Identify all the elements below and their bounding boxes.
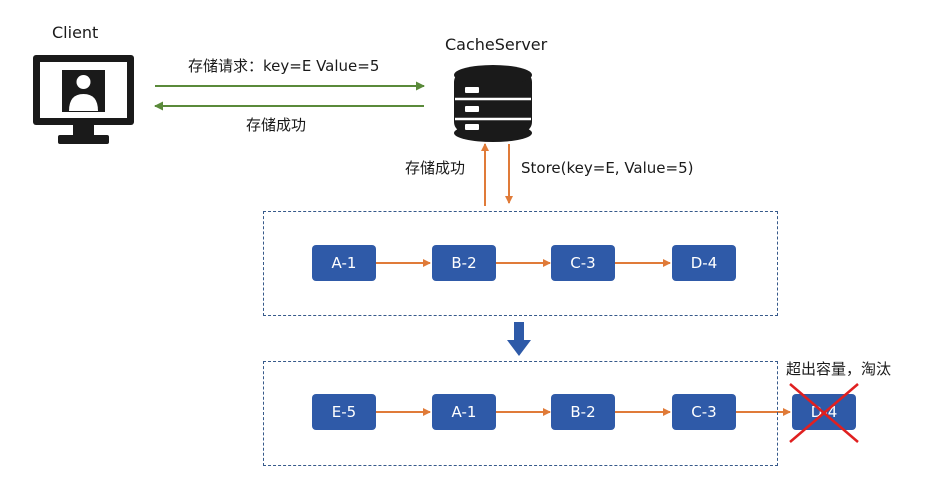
list-node: A-1 (312, 245, 376, 281)
list-node: C-3 (672, 394, 736, 430)
cache-before-box (263, 211, 778, 316)
cross-icon (789, 383, 859, 443)
down-message: Store(key=E, Value=5) (521, 159, 694, 177)
database-icon (454, 65, 532, 142)
list-node: D-4 (672, 245, 736, 281)
transition-down-arrow (507, 322, 531, 356)
response-message: 存储成功 (246, 116, 307, 134)
monitor-user-icon (33, 55, 134, 144)
cache-after-box (263, 361, 778, 466)
server-label: CacheServer (445, 35, 548, 54)
client-label: Client (52, 23, 99, 42)
up-message: 存储成功 (405, 159, 466, 177)
list-node: E-5 (312, 394, 376, 430)
list-node: C-3 (551, 245, 615, 281)
request-message: 存储请求：key=E Value=5 (188, 57, 380, 75)
evict-label: 超出容量，淘汰 (786, 360, 892, 378)
list-node: B-2 (432, 245, 496, 281)
list-node: A-1 (432, 394, 496, 430)
list-node: B-2 (551, 394, 615, 430)
